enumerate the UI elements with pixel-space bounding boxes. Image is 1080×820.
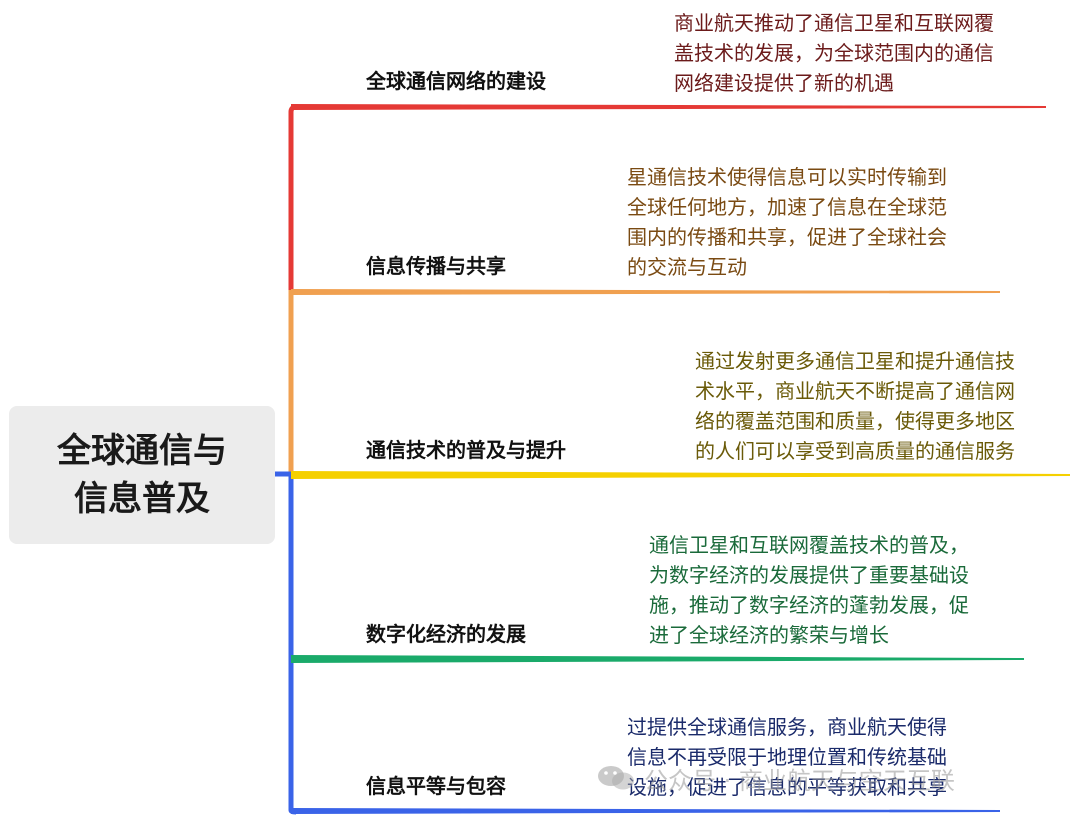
branch-desc-equality: 过提供全球通信服务，商业航天使得 信息不再受限于地理位置和传统基础 设施，促进了… (627, 712, 947, 802)
root-title-line1: 全球通信与 (57, 431, 227, 471)
desc-line: 围内的传播和共享，促进了全球社会 (627, 225, 947, 249)
branch-title-network: 全球通信网络的建设 (366, 69, 546, 93)
desc-line: 的交流与互动 (627, 255, 747, 279)
spine-orange (288, 288, 297, 474)
watermark-text: 公众号 · 商业航天与空天互联 (644, 766, 955, 795)
desc-line: 星通信技术使得信息可以实时传输到 (627, 165, 947, 189)
watermark: 公众号 · 商业航天与空天互联 (596, 758, 955, 798)
underline-4 (291, 655, 1024, 663)
branch-desc-economy: 通信卫星和互联网覆盖技术的普及， 为数字经济的发展提供了重要基础设 施，推动了数… (649, 530, 969, 650)
desc-line: 进了全球经济的繁荣与增长 (649, 623, 889, 647)
desc-line: 网络建设提供了新的机遇 (674, 71, 894, 95)
desc-line: 术水平，商业航天不断提高了通信网 (695, 379, 1015, 403)
desc-line: 为数字经济的发展提供了重要基础设 (649, 563, 969, 587)
underline-3 (291, 471, 1070, 479)
branch-title-tech: 通信技术的普及与提升 (366, 438, 566, 462)
branch-title-equality: 信息平等与包容 (366, 774, 506, 798)
desc-line: 信息不再受限于地理位置和传统基础 (627, 745, 947, 769)
root-title-line2: 信息普及 (74, 479, 210, 519)
branch-title-economy: 数字化经济的发展 (366, 622, 526, 646)
desc-line: 过提供全球通信服务，商业航天使得 (627, 715, 947, 739)
desc-line: 通信卫星和互联网覆盖技术的普及， (649, 533, 969, 557)
desc-line: 的人们可以享受到高质量的通信服务 (695, 439, 1015, 463)
desc-line: 商业航天推动了通信卫星和互联网覆 (674, 11, 994, 35)
spine-blue (288, 474, 297, 815)
root-topic: 全球通信与 信息普及 (9, 406, 275, 544)
underline-2 (291, 289, 1000, 295)
branch-title-sharing: 信息传播与共享 (366, 254, 506, 278)
branch-desc-tech: 通过发射更多通信卫星和提升通信技 术水平，商业航天不断提高了通信网 络的覆盖范围… (695, 346, 1015, 466)
wechat-icon (598, 766, 634, 790)
desc-line: 通过发射更多通信卫星和提升通信技 (695, 349, 1015, 373)
desc-line: 设施，促进了信息的平等获取和共享 (627, 775, 947, 799)
spine-red (288, 104, 297, 290)
underline-1 (291, 104, 1046, 110)
branch-desc-sharing: 星通信技术使得信息可以实时传输到 全球任何地方，加速了信息在全球范 围内的传播和… (627, 162, 947, 282)
desc-line: 盖技术的发展，为全球范围内的通信 (674, 41, 994, 65)
branch-desc-network: 商业航天推动了通信卫星和互联网覆 盖技术的发展，为全球范围内的通信 网络建设提供… (674, 8, 994, 98)
underline-5 (291, 808, 1000, 814)
desc-line: 全球任何地方，加速了信息在全球范 (627, 195, 947, 219)
desc-line: 络的覆盖范围和质量，使得更多地区 (695, 409, 1015, 433)
desc-line: 施，推动了数字经济的蓬勃发展，促 (649, 593, 969, 617)
